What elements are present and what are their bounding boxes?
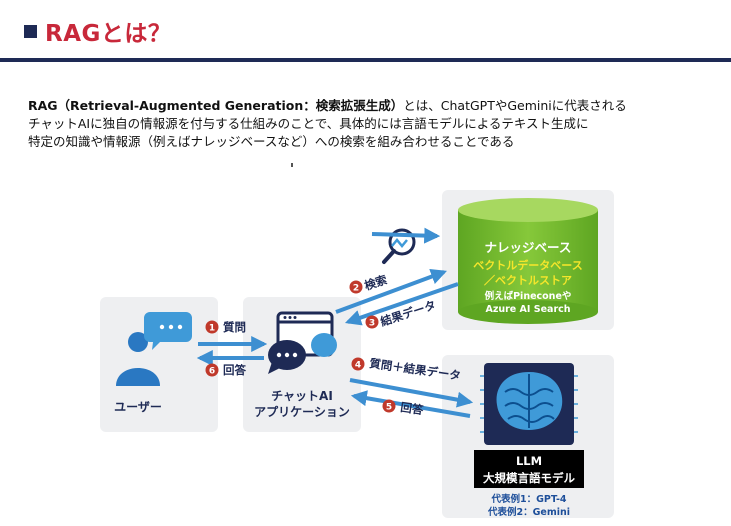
step-2: 2 検索 [349,272,390,294]
user-icon [116,332,160,386]
llm-title: LLM [516,454,542,468]
step-4-num: 4 [355,361,361,371]
app-label-line2: アプリケーション [254,404,350,419]
title-square-icon [24,24,37,38]
slide-title-text: RAGとは？ [45,21,172,47]
llm-example2: 代表例2：Gemini [487,506,570,518]
app-label-line1: チャットAI [271,389,333,403]
arrow-search [335,268,448,314]
knowledge-base-cylinder-icon [458,198,598,324]
intro-line-1-rest: とは、ChatGPTやGeminiに代表される [403,98,627,113]
app-chat-bubble-icon [268,333,337,374]
step-1-label: 質問 [223,320,246,334]
brain-chip-icon [480,363,578,445]
step-5-label: 回答 [400,400,425,417]
step-1: 1 質問 [205,320,246,334]
stray-mark [291,163,293,167]
step-2-label: 検索 [363,272,390,293]
arrow-answer-from-llm [350,390,471,418]
intro-line-3: 特定の知識や情報源（例えばナレッジベースなど）への検索を組み合わせることである [28,134,515,149]
title-rule [0,58,731,62]
intro-paragraph: RAG（Retrieval-Augmented Generation：検索拡張生… [28,97,718,151]
step-3-num: 3 [369,319,375,329]
intro-line-1: RAG（Retrieval-Augmented Generation：検索拡張生… [28,97,718,115]
slide-title: RAGとは？ [24,14,171,48]
step-5: 5 回答 [382,399,425,417]
step-1-num: 1 [209,324,215,334]
kb-title: ナレッジベース [485,240,572,255]
step-6-num: 6 [209,367,215,377]
kb-sub2: ／ベクトルストア [484,274,572,287]
kb-example1: 例えばPineconeや [485,290,572,302]
intro-term: RAG（Retrieval-Augmented Generation：検索拡張生… [28,98,404,113]
intro-line-2: チャットAIに独自の情報源を付与する仕組みのことで、具体的には言語モデルによるテ… [28,116,589,131]
search-magnifier-icon [382,228,416,264]
llm-example1: 代表例1：GPT-4 [490,493,566,505]
kb-sub1: ベクトルデータベース [473,258,582,272]
step-5-num: 5 [386,403,392,413]
user-chat-bubble-icon [144,312,192,350]
search-arrow [371,227,441,244]
step-6-label: 回答 [223,363,246,377]
llm-subtitle: 大規模言語モデル [483,471,575,485]
user-label: ユーザー [114,400,162,414]
arrow-question-plus-result [349,378,474,408]
step-6: 6 回答 [205,363,246,377]
llm-label-box [474,450,584,488]
arrow-result-data [344,282,459,326]
kb-example2: Azure AI Search [485,304,570,315]
step-2-num: 2 [353,284,359,294]
